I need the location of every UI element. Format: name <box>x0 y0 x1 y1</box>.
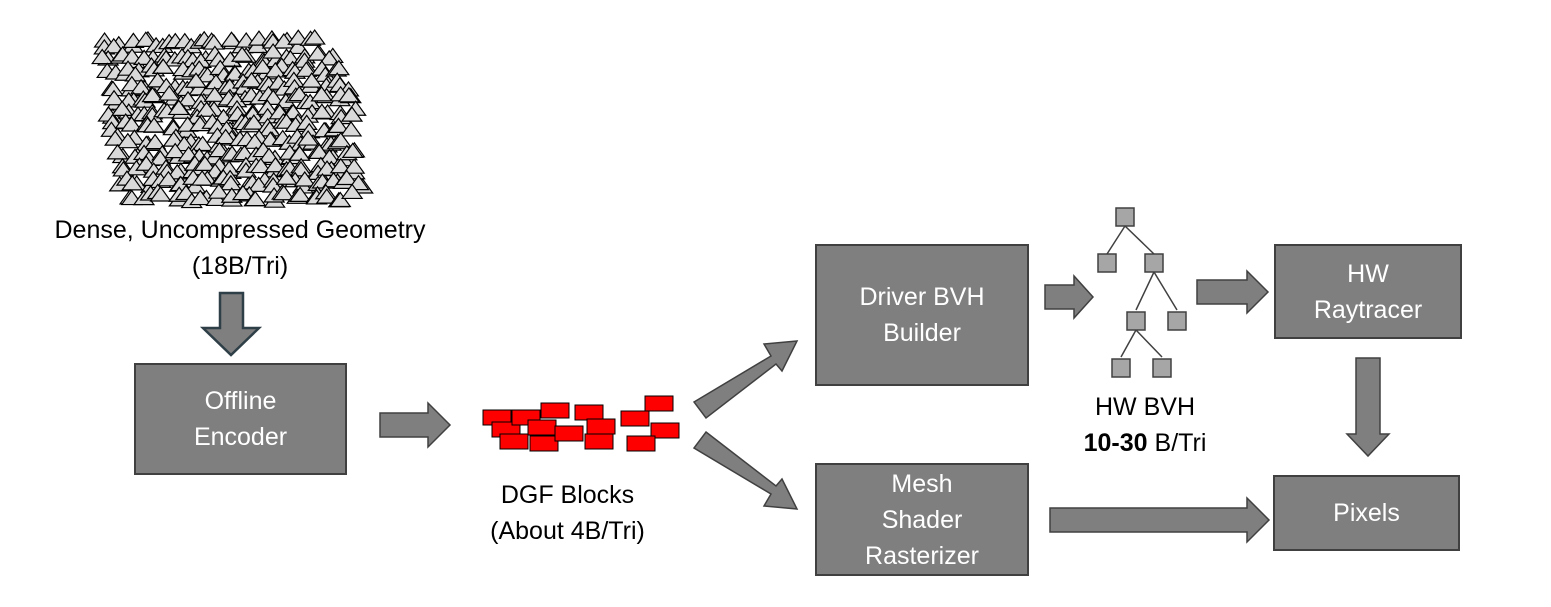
dgf-block <box>499 433 529 450</box>
driver-bvh-builder-box: Driver BVH Builder <box>815 244 1029 386</box>
bvh-node <box>1144 253 1164 273</box>
dgf-block <box>574 404 604 421</box>
arrow-encoder-to-blocks <box>379 401 452 449</box>
dgf-block <box>620 410 650 427</box>
pixels-label: Pixels <box>1333 499 1400 527</box>
hw-raytracer-line2: Raytracer <box>1313 295 1423 324</box>
bvh-node <box>1111 358 1131 378</box>
offline-encoder-line2: Encoder <box>193 423 288 451</box>
hw-bvh-caption: HW BVH 10-30 B/Tri <box>1060 389 1230 461</box>
rasterizer-line3: Rasterizer <box>865 541 979 570</box>
arrow-blocks-to-bvh-builder <box>692 340 799 420</box>
dgf-block <box>586 418 616 435</box>
arrow-raytracer-to-pixels <box>1345 357 1391 458</box>
dgf-block <box>584 433 614 450</box>
dgf-block <box>529 435 559 452</box>
pixels-box: Pixels <box>1273 475 1460 551</box>
hw-bvh-size-unit: B/Tri <box>1147 429 1207 457</box>
hw-raytracer-line1: HW <box>1347 259 1389 288</box>
rasterizer-line2: Shader <box>881 505 963 534</box>
dgf-block <box>650 422 680 439</box>
dgf-blocks-caption: DGF Blocks (About 4B/Tri) <box>460 477 675 549</box>
driver-bvh-builder-line2: Builder <box>883 319 961 347</box>
geometry-caption-line2: (18B/Tri) <box>191 252 289 280</box>
arrow-blocks-to-rasterizer <box>692 430 799 510</box>
dgf-block <box>644 395 674 412</box>
dgf-blocks-caption-line1: DGF Blocks <box>500 481 635 509</box>
driver-bvh-builder-line1: Driver BVH <box>859 283 985 311</box>
arrow-builder-to-bvh <box>1044 274 1095 320</box>
offline-encoder-line1: Offline <box>204 387 277 415</box>
arrow-rasterizer-to-pixels <box>1049 496 1271 544</box>
bvh-tree-icon <box>1097 207 1187 378</box>
bvh-node <box>1152 358 1172 378</box>
dgf-block <box>626 435 656 452</box>
hw-raytracer-box: HW Raytracer <box>1274 244 1462 339</box>
offline-encoder-box: Offline Encoder <box>134 363 347 475</box>
geometry-caption-line1: Dense, Uncompressed Geometry <box>54 216 426 244</box>
compressed-blocks-icon <box>482 395 680 452</box>
arrow-geometry-to-encoder <box>199 291 263 357</box>
bvh-node <box>1115 207 1135 227</box>
bvh-node <box>1126 311 1146 331</box>
bvh-node <box>1167 311 1187 331</box>
dgf-block <box>527 419 557 436</box>
dgf-block <box>554 425 584 442</box>
dgf-blocks-caption-line2: (About 4B/Tri) <box>490 517 645 545</box>
hw-bvh-caption-line1: HW BVH <box>1095 393 1195 421</box>
mesh-shader-rasterizer-box: Mesh Shader Rasterizer <box>815 463 1029 576</box>
hw-bvh-size-range: 10-30 <box>1083 429 1148 457</box>
rasterizer-line1: Mesh <box>891 469 953 498</box>
arrow-bvh-to-raytracer <box>1196 269 1270 315</box>
hw-bvh-caption-line2: 10-30 B/Tri <box>1060 425 1230 461</box>
bvh-node <box>1097 253 1117 273</box>
geometry-caption: Dense, Uncompressed Geometry (18B/Tri) <box>10 212 470 284</box>
dgf-block <box>540 402 570 419</box>
